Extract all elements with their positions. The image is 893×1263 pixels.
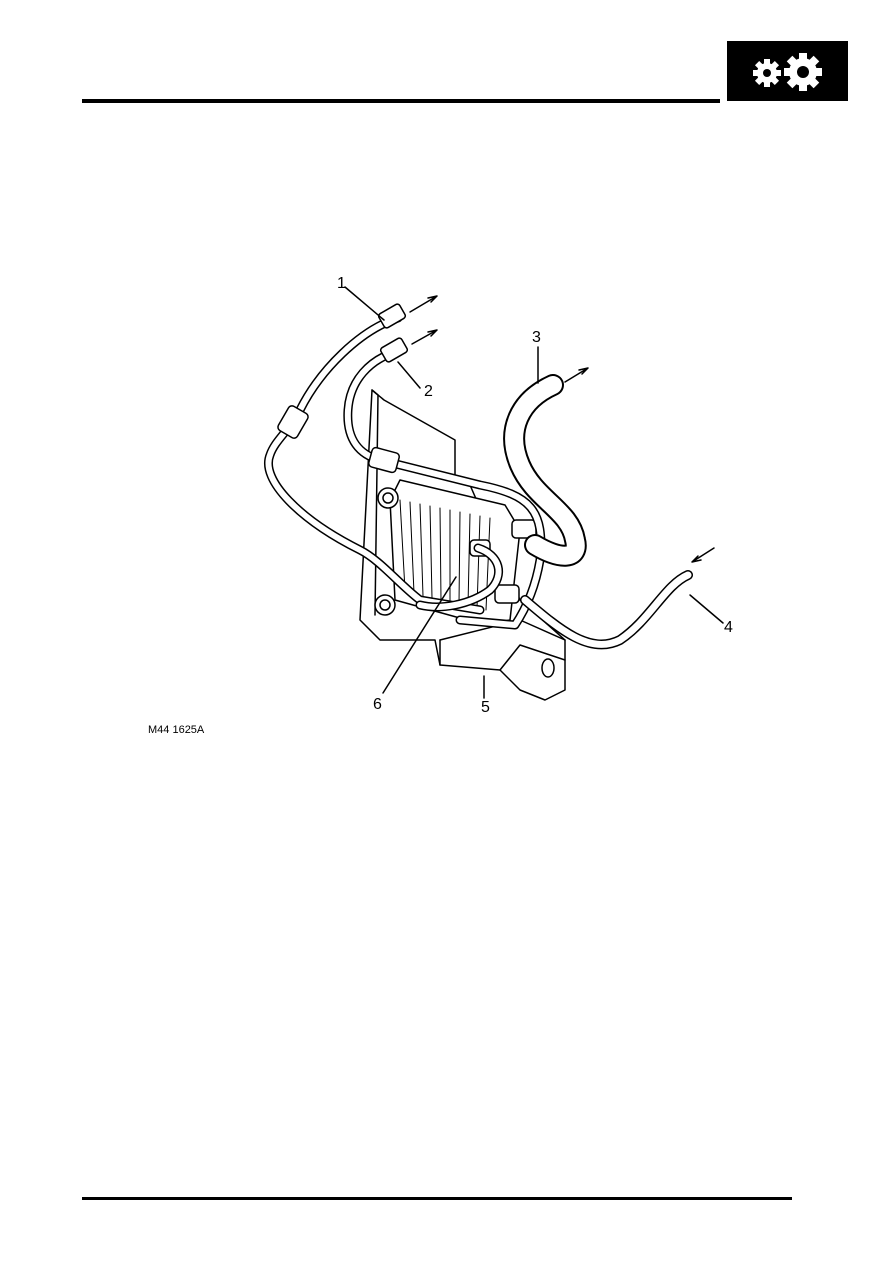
gear-pair-icon [753,53,822,91]
callout-label: 6 [373,696,382,713]
footer-rule [82,1197,792,1200]
callout-label: 5 [481,699,490,716]
callout-label: 2 [424,383,433,400]
callout-label: 4 [724,619,733,636]
callout-label: 1 [337,275,346,292]
section-badge [727,41,848,101]
figure-reference: M44 1625A [148,724,205,736]
header-rule [82,99,720,103]
callout-label: 3 [532,329,541,346]
